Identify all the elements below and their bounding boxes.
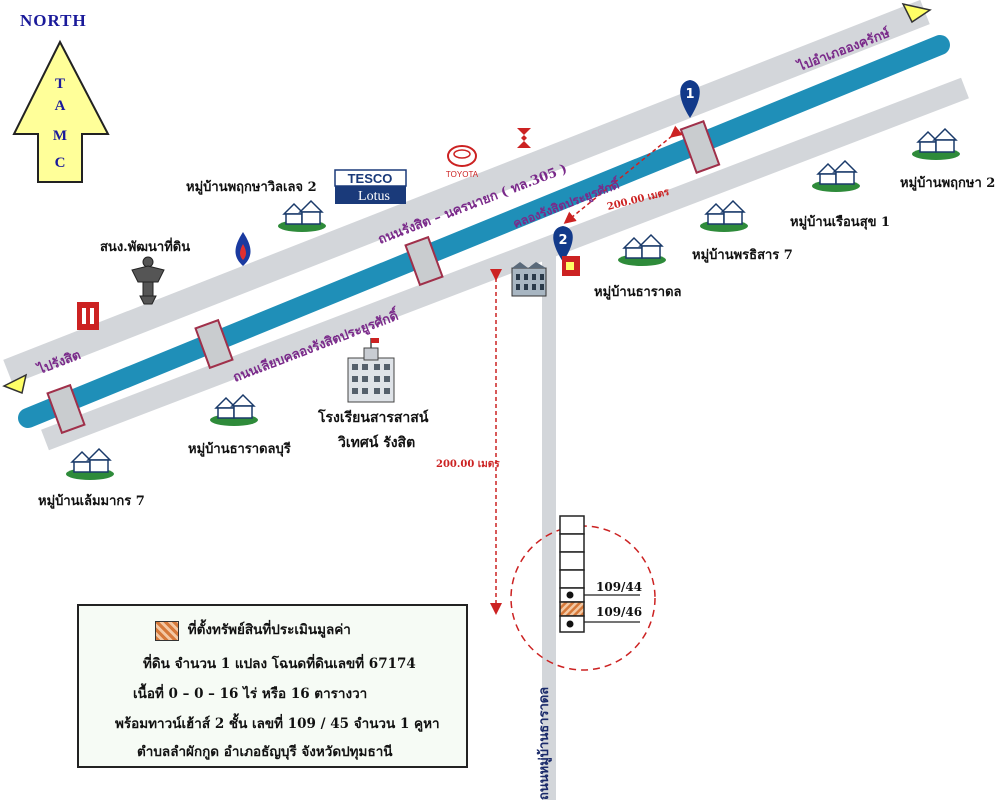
svg-text:TESCO: TESCO	[348, 171, 393, 186]
label-pruksa2: หมู่บ้านพฤกษา 2	[900, 176, 996, 191]
label-tharadol: หมู่บ้านธาราดล	[594, 285, 682, 300]
side-road-label: ถนนหมู่บ้านธาราดล	[536, 687, 552, 800]
distance-arrow-1	[563, 125, 683, 224]
legend-line-2: เนื้อที่ 0 – 0 – 16 ไร่ หรือ 16 ตารางวา	[133, 686, 368, 702]
label-pruksa-villa: หมู่บ้านพฤกษาวิลเลจ 2	[186, 180, 317, 195]
side-road	[542, 248, 556, 800]
arrow-to-rangsit-icon	[2, 373, 28, 395]
label-land-office: สนง.พัฒนาที่ดิน	[100, 240, 191, 255]
compass-letter-t: T	[55, 76, 65, 92]
townhouse-lots	[559, 515, 585, 633]
legend-line-3: พร้อมทาวน์เฮ้าส์ 2 ชั้น เลขที่ 109 / 45 …	[115, 716, 440, 732]
toyota-logo: TOYOTA	[446, 145, 479, 179]
upper-road	[3, 0, 930, 385]
lot-number-b: 109/46	[596, 605, 643, 619]
garuda-emblem-icon	[131, 256, 165, 305]
svg-text:1: 1	[685, 87, 694, 102]
label-ruenasuk: หมู่บ้านเรือนสุข 1	[790, 215, 891, 230]
lower-road	[41, 77, 969, 451]
compass-letter-c: C	[55, 155, 66, 171]
ptt-logo-icon	[235, 232, 251, 266]
svg-text:2: 2	[558, 233, 567, 248]
legend-line-1: ที่ดิน จำนวน 1 แปลง โฉนดที่ดินเลขที่ 671…	[143, 656, 416, 672]
marker-2-icon: 2	[553, 226, 573, 262]
subject-lot-swatch-icon	[155, 620, 179, 641]
svg-text:TOYOTA: TOYOTA	[446, 170, 479, 179]
subject-lot	[559, 601, 585, 617]
label-pornsirisarn: หมู่บ้านพรธิสาร 7	[692, 248, 793, 263]
bridges	[46, 120, 721, 435]
suzuki-logo-icon	[517, 128, 531, 148]
legend-title: ที่ตั้งทรัพย์สินที่ประเมินมูลค่า	[187, 622, 351, 638]
arrow-to-ongkharak-icon	[901, 2, 932, 24]
legend-box: ที่ตั้งทรัพย์สินที่ประเมินมูลค่า ที่ดิน …	[77, 604, 468, 768]
label-tharadol-buri: หมู่บ้านธาราดลบุรี	[188, 442, 291, 457]
label-school-1: โรงเรียนสารสาสน์	[318, 410, 429, 426]
canal	[18, 35, 950, 428]
lot-dot-b	[566, 620, 574, 628]
north-label: NORTH	[20, 11, 87, 30]
distance-label-2: 200.00 เมตร	[436, 459, 500, 470]
shop-icon	[562, 256, 580, 276]
north-arrow-icon: T A M C	[12, 39, 110, 183]
isuzu-logo-icon	[77, 302, 99, 330]
compass-letter-m: M	[53, 128, 67, 144]
marker-1-icon: 1	[680, 80, 700, 118]
label-lamtmakorn: หมู่บ้านเล้มมากร 7	[38, 494, 145, 509]
compass-letter-a: A	[55, 98, 66, 114]
label-school-2: วิเทศน์ รังสิต	[338, 435, 416, 451]
lot-dot-a	[566, 591, 574, 599]
village-house-icons	[66, 127, 960, 480]
lot-number-a: 109/44	[596, 580, 643, 594]
legend-line-4: ตำบลลำผักกูด อำเภอธัญบุรี จังหวัดปทุมธาน…	[137, 744, 393, 760]
school-building-icon	[347, 338, 395, 403]
svg-text:Lotus: Lotus	[358, 189, 390, 204]
legend-title-row: ที่ตั้งทรัพย์สินที่ประเมินมูลค่า	[155, 618, 351, 641]
shophouse-building-icon	[511, 262, 547, 297]
tesco-lotus-logo: TESCO Lotus	[334, 169, 407, 204]
